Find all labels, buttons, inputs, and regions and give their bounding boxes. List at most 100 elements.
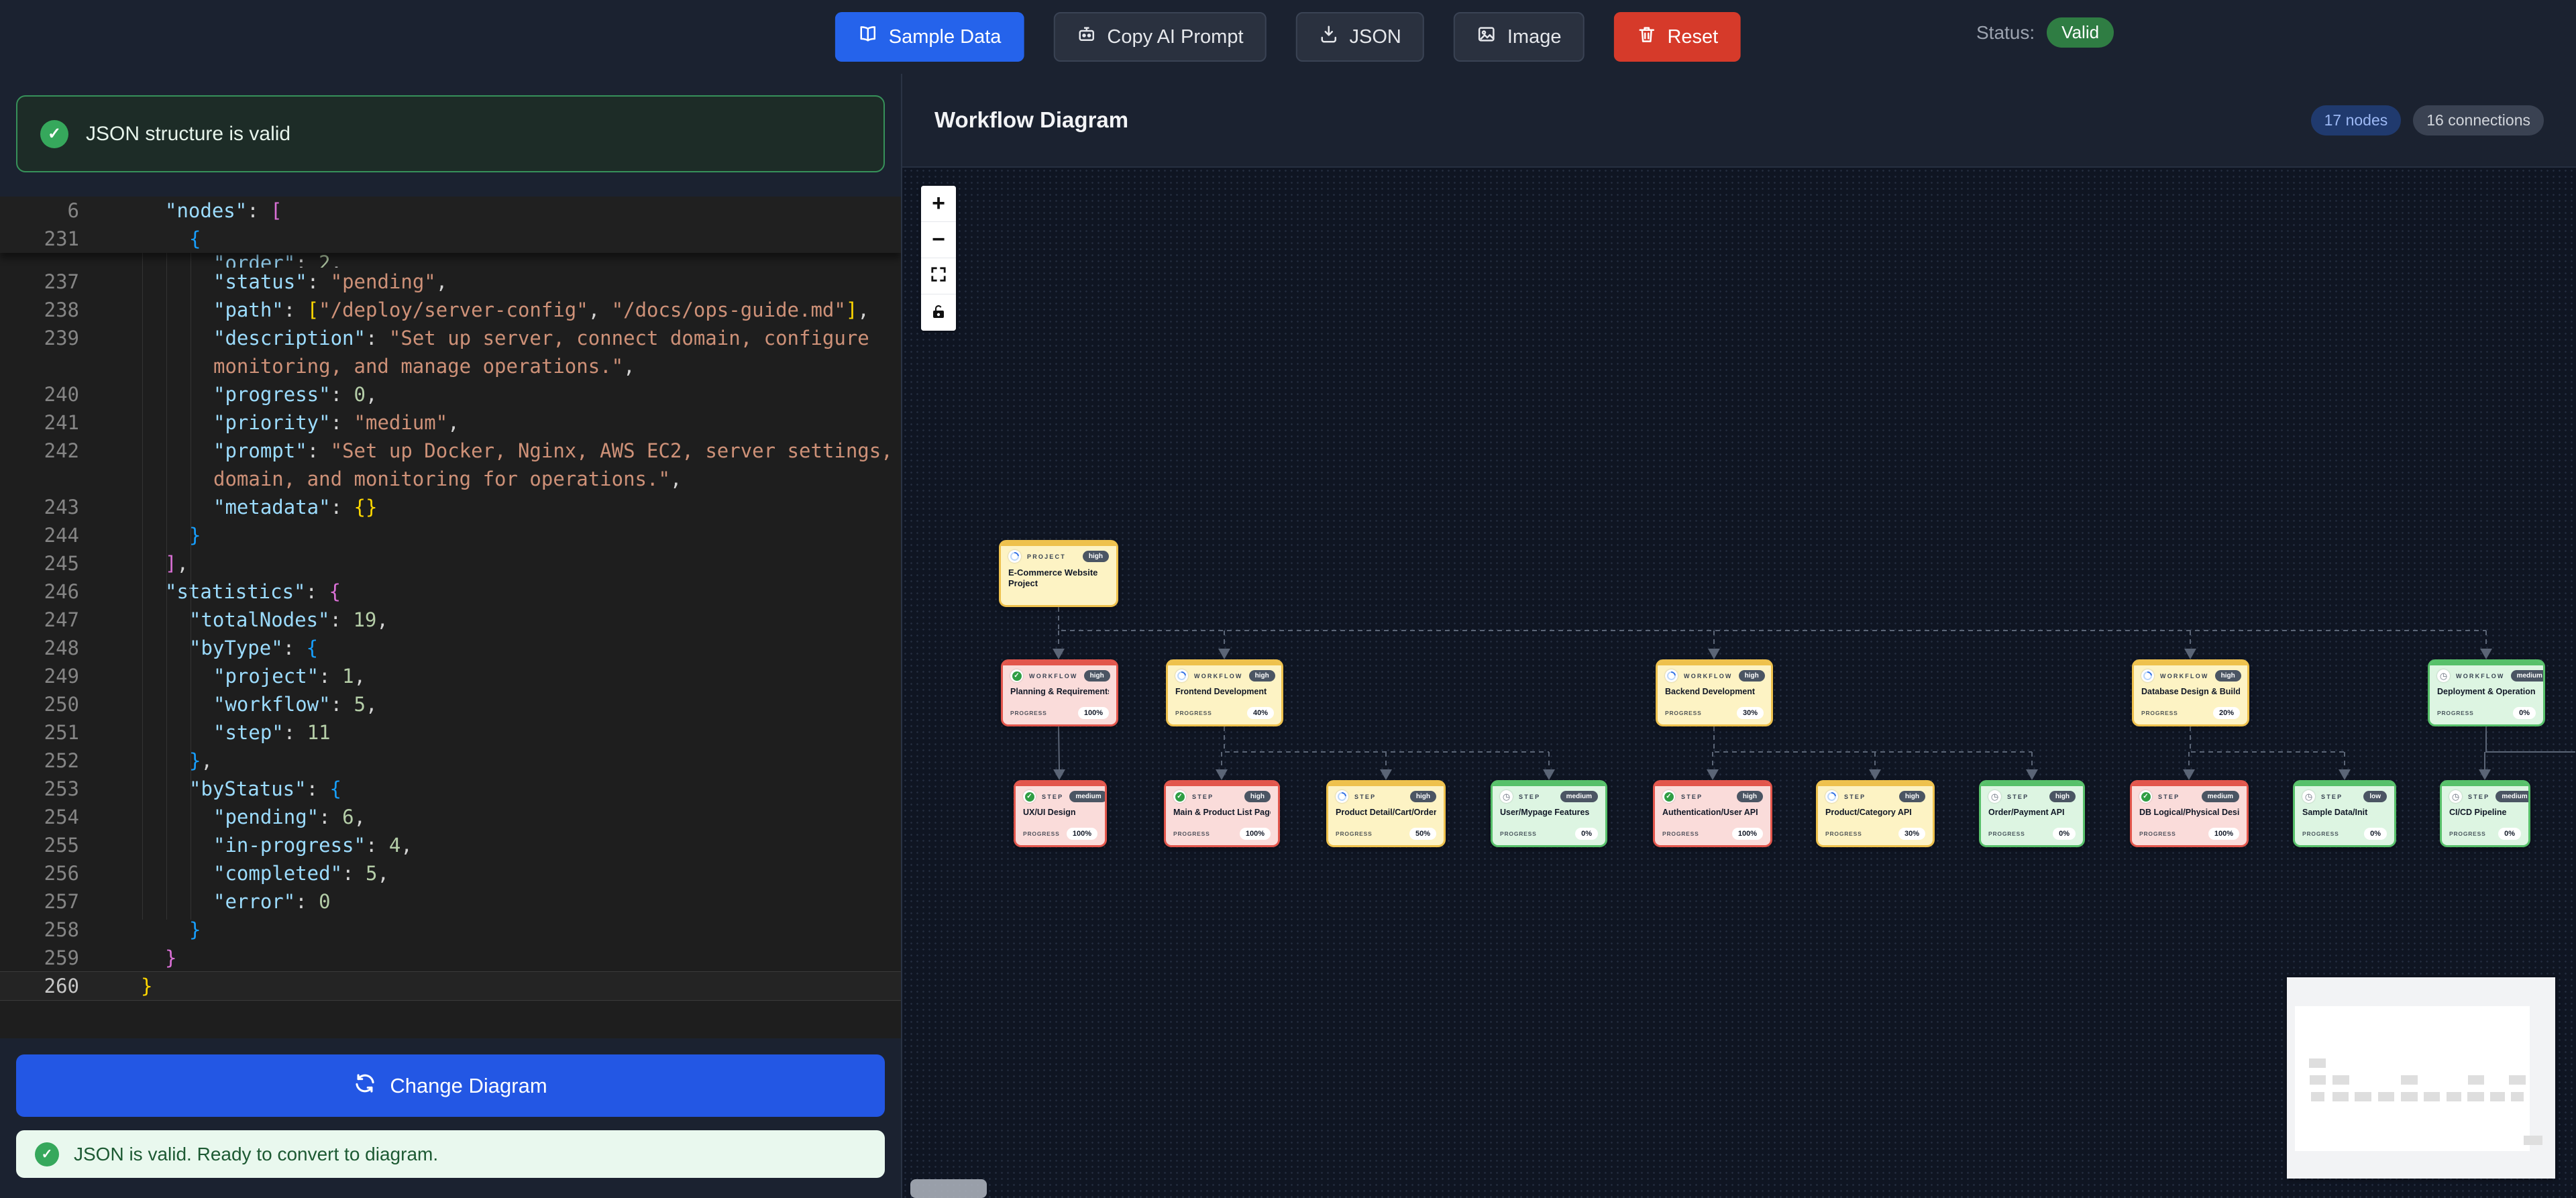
code-line[interactable]: 250"workflow": 5, <box>0 690 901 718</box>
code-line[interactable]: monitoring, and manage operations.", <box>0 352 901 380</box>
priority-badge: medium <box>1560 791 1598 802</box>
progress-value: 100% <box>1239 827 1271 840</box>
line-number: 243 <box>44 496 79 519</box>
line-number: 260 <box>44 975 79 997</box>
code-line[interactable]: 231{ <box>0 225 901 253</box>
code-line[interactable]: 248"byType": { <box>0 634 901 662</box>
minimap-node <box>2401 1075 2418 1085</box>
step-node[interactable]: ◷ STEP low Sample Data/Init PROGRESS 0% <box>2293 780 2396 847</box>
line-content: "pending": 6, <box>213 806 366 828</box>
line-number <box>0 352 107 380</box>
node-title: Sample Data/Init <box>2302 808 2368 817</box>
pending-status-icon: ◷ <box>1500 790 1513 803</box>
json-download-label: JSON <box>1349 25 1401 48</box>
zoom-in-button[interactable]: + <box>921 186 956 222</box>
lock-button[interactable] <box>921 294 956 331</box>
workflow-node[interactable]: ◷ WORKFLOW medium Deployment & Operation… <box>2428 659 2545 726</box>
code-line[interactable]: 244} <box>0 521 901 549</box>
step-node[interactable]: ◷ STEP medium CI/CD Pipeline PROGRESS 0% <box>2440 780 2530 847</box>
step-node[interactable]: ✓ STEP medium UX/UI Design PROGRESS 100% <box>1014 780 1107 847</box>
code-line[interactable]: 258} <box>0 916 901 944</box>
json-download-button[interactable]: JSON <box>1295 12 1424 62</box>
line-number: 259 <box>44 946 79 969</box>
sample-data-label: Sample Data <box>888 25 1002 48</box>
code-line[interactable]: 243"metadata": {} <box>0 493 901 521</box>
code-line[interactable]: "order": 2, <box>0 253 901 268</box>
code-line[interactable]: 240"progress": 0, <box>0 380 901 409</box>
in_progress-status-icon <box>1008 550 1021 563</box>
node-status-strip <box>2442 782 2528 786</box>
code-line[interactable]: 6"nodes": [ <box>0 197 901 225</box>
line-content: "path": ["/deploy/server-config", "/docs… <box>213 298 869 321</box>
sample-data-button[interactable]: Sample Data <box>835 12 1024 62</box>
reset-button[interactable]: Reset <box>1613 12 1741 62</box>
line-content: ], <box>165 552 189 575</box>
fit-view-button[interactable] <box>921 258 956 294</box>
completed-status-icon: ✓ <box>1662 790 1675 803</box>
code-line[interactable]: 242"prompt": "Set up Docker, Nginx, AWS … <box>0 437 901 465</box>
progress-value: 0% <box>2498 827 2521 840</box>
code-line[interactable]: 254"pending": 6, <box>0 803 901 831</box>
step-node[interactable]: ✓ STEP medium DB Logical/Physical Design… <box>2130 780 2249 847</box>
code-line[interactable]: 246"statistics": { <box>0 578 901 606</box>
code-line[interactable]: 239"description": "Set up server, connec… <box>0 324 901 352</box>
line-content: "order": 2, <box>213 253 343 268</box>
workflow-node[interactable]: WORKFLOW high Database Design & Build PR… <box>2132 659 2249 726</box>
line-content: "workflow": 5, <box>213 693 378 716</box>
workflow-node[interactable]: ✓ WORKFLOW high Planning & Requirements … <box>1001 659 1118 726</box>
line-number: 6 <box>67 199 79 222</box>
in_progress-status-icon <box>1665 669 1678 682</box>
code-line[interactable]: 237"status": "pending", <box>0 268 901 296</box>
node-title: Database Design & Build <box>2141 687 2240 696</box>
code-line[interactable]: 252}, <box>0 747 901 775</box>
code-line[interactable]: domain, and monitoring for operations.", <box>0 465 901 493</box>
code-line[interactable]: 253"byStatus": { <box>0 775 901 803</box>
line-number: 253 <box>44 777 79 800</box>
minimap-node <box>2509 1075 2526 1085</box>
copy-ai-prompt-button[interactable]: Copy AI Prompt <box>1053 12 1267 62</box>
step-node[interactable]: ✓ STEP high Main & Product List Page PRO… <box>1164 780 1280 847</box>
workflow-node[interactable]: WORKFLOW high Frontend Development PROGR… <box>1166 659 1283 726</box>
node-kind-label: STEP <box>1844 793 1866 800</box>
node-status-strip <box>2295 782 2394 786</box>
status-badge: Valid <box>2047 17 2114 48</box>
code-line[interactable]: 260} <box>0 971 901 1001</box>
image-download-button[interactable]: Image <box>1453 12 1585 62</box>
diagram-canvas[interactable]: + − PROJECT <box>902 168 2576 1198</box>
project-node[interactable]: PROJECT high E-Commerce Website Project <box>999 540 1118 607</box>
line-number: 257 <box>44 890 79 913</box>
minimap-node <box>2309 1075 2326 1085</box>
minimap-node <box>2332 1075 2349 1085</box>
workflow-node[interactable]: WORKFLOW high Backend Development PROGRE… <box>1656 659 1773 726</box>
code-line[interactable]: 256"completed": 5, <box>0 859 901 887</box>
zoom-out-button[interactable]: − <box>921 222 956 258</box>
step-node[interactable]: ◷ STEP high Order/Payment API PROGRESS 0… <box>1979 780 2085 847</box>
priority-badge: high <box>1083 670 1110 682</box>
step-node[interactable]: STEP high Product Detail/Cart/Order PROG… <box>1326 780 1446 847</box>
line-content: } <box>141 975 153 997</box>
code-line[interactable]: 257"error": 0 <box>0 887 901 916</box>
node-kind-label: STEP <box>2007 793 2029 800</box>
completed-status-icon: ✓ <box>2139 790 2152 803</box>
code-line[interactable]: 251"step": 11 <box>0 718 901 747</box>
horizontal-scrollbar-thumb[interactable] <box>910 1179 987 1198</box>
step-node[interactable]: ◷ STEP medium User/Mypage Features PROGR… <box>1491 780 1607 847</box>
code-line[interactable]: 255"in-progress": 4, <box>0 831 901 859</box>
step-node[interactable]: STEP high Product/Category API PROGRESS … <box>1816 780 1935 847</box>
code-line[interactable]: 249"project": 1, <box>0 662 901 690</box>
code-line[interactable]: 241"priority": "medium", <box>0 409 901 437</box>
json-editor[interactable]: 6"nodes": [231{ "order": 2,237"status": … <box>0 197 901 1038</box>
code-line[interactable]: 247"totalNodes": 19, <box>0 606 901 634</box>
line-number: 237 <box>44 270 79 293</box>
line-number: 252 <box>44 749 79 772</box>
step-node[interactable]: ✓ STEP high Authentication/User API PROG… <box>1653 780 1772 847</box>
progress-value: 100% <box>1066 827 1097 840</box>
line-content: } <box>189 918 201 941</box>
minimap[interactable] <box>2287 977 2555 1179</box>
code-line[interactable]: 259} <box>0 944 901 972</box>
code-line[interactable]: 245], <box>0 549 901 578</box>
change-diagram-button[interactable]: Change Diagram <box>16 1054 885 1117</box>
priority-badge: high <box>1736 791 1763 802</box>
code-line[interactable]: 238"path": ["/deploy/server-config", "/d… <box>0 296 901 324</box>
